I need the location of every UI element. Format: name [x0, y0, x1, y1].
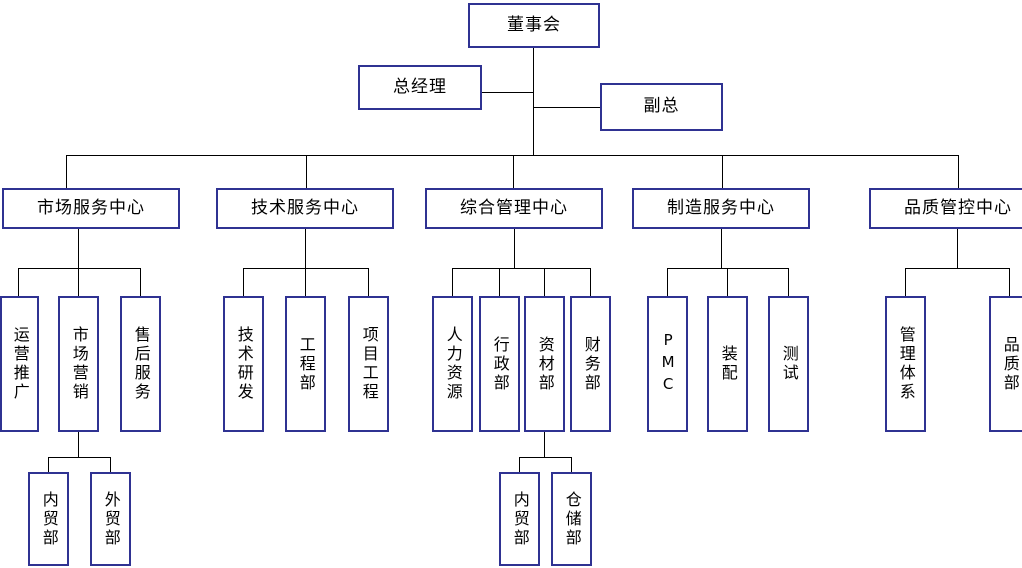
- connector-market-drop-1: [78, 268, 79, 296]
- connector-general-drop-0: [452, 268, 453, 296]
- connector-manufacturing-drop-2: [788, 268, 789, 296]
- connector-center-drop-4: [958, 155, 959, 188]
- node-subdept-domestic-trade-materials[interactable]: 内贸部: [499, 472, 540, 566]
- connector-general-drop-2: [544, 268, 545, 296]
- connector-quality-stem: [957, 229, 958, 268]
- node-center-market-service[interactable]: 市场服务中心: [2, 188, 180, 229]
- connector-general-manager: [482, 92, 534, 93]
- connector-marketing-sub-bus: [48, 457, 110, 458]
- connector-general-stem: [514, 229, 515, 268]
- connector-quality-drop-0: [905, 268, 906, 296]
- connector-marketing-sub-drop-0: [48, 457, 49, 472]
- node-dept-assembly[interactable]: 装配: [707, 296, 748, 432]
- connector-general-bus: [452, 268, 590, 269]
- connector-market-stem: [78, 229, 79, 268]
- connector-manufacturing-drop-0: [667, 268, 668, 296]
- node-dept-human-resources[interactable]: 人力资源: [432, 296, 473, 432]
- connector-center-drop-1: [306, 155, 307, 188]
- node-center-technical-service[interactable]: 技术服务中心: [216, 188, 394, 229]
- node-dept-operations-promotion[interactable]: 运营推广: [0, 296, 39, 432]
- connector-marketing-sub-stem: [78, 432, 79, 457]
- connector-center-drop-0: [66, 155, 67, 188]
- node-dept-engineering[interactable]: 工程部: [285, 296, 326, 432]
- connector-vice-president: [533, 107, 601, 108]
- connector-technical-drop-2: [368, 268, 369, 296]
- connector-manufacturing-stem: [721, 229, 722, 268]
- connector-market-bus: [18, 268, 140, 269]
- connector-market-drop-0: [18, 268, 19, 296]
- connector-materials-sub-drop-0: [519, 457, 520, 472]
- connector-marketing-sub-drop-1: [110, 457, 111, 472]
- node-center-general-management[interactable]: 综合管理中心: [425, 188, 603, 229]
- connector-board-stem: [533, 48, 534, 155]
- connector-quality-drop-1: [1009, 268, 1010, 296]
- connector-materials-sub-drop-1: [571, 457, 572, 472]
- connector-general-drop-1: [499, 268, 500, 296]
- node-subdept-domestic-trade-market[interactable]: 内贸部: [28, 472, 69, 566]
- connector-materials-sub-stem: [544, 432, 545, 457]
- node-dept-testing[interactable]: 测试: [768, 296, 809, 432]
- node-dept-pmc[interactable]: PMC: [647, 296, 688, 432]
- node-subdept-foreign-trade[interactable]: 外贸部: [90, 472, 131, 566]
- node-dept-materials[interactable]: 资材部: [524, 296, 565, 432]
- node-dept-market-marketing[interactable]: 市场营销: [58, 296, 99, 432]
- node-dept-administration[interactable]: 行政部: [479, 296, 520, 432]
- connector-materials-sub-bus: [519, 457, 571, 458]
- node-dept-technical-rnd[interactable]: 技术研发: [223, 296, 264, 432]
- connector-technical-drop-0: [243, 268, 244, 296]
- node-vice-president[interactable]: 副总: [600, 83, 723, 131]
- node-dept-quality[interactable]: 品质部: [989, 296, 1022, 432]
- node-center-quality-control[interactable]: 品质管控中心: [869, 188, 1022, 229]
- node-dept-management-system[interactable]: 管理体系: [885, 296, 926, 432]
- connector-technical-stem: [305, 229, 306, 268]
- connector-center-drop-3: [722, 155, 723, 188]
- node-general-manager[interactable]: 总经理: [358, 65, 482, 110]
- connector-centers-bus: [66, 155, 959, 156]
- connector-market-drop-2: [140, 268, 141, 296]
- node-subdept-warehousing[interactable]: 仓储部: [551, 472, 592, 566]
- node-center-manufacturing-service[interactable]: 制造服务中心: [632, 188, 810, 229]
- connector-manufacturing-drop-1: [727, 268, 728, 296]
- connector-center-drop-2: [513, 155, 514, 188]
- connector-quality-bus: [905, 268, 1009, 269]
- connector-general-drop-3: [590, 268, 591, 296]
- node-dept-project-engineering[interactable]: 项目工程: [348, 296, 389, 432]
- connector-technical-drop-1: [305, 268, 306, 296]
- node-dept-finance[interactable]: 财务部: [570, 296, 611, 432]
- node-board-of-directors[interactable]: 董事会: [468, 3, 600, 48]
- node-dept-after-sales-service[interactable]: 售后服务: [120, 296, 161, 432]
